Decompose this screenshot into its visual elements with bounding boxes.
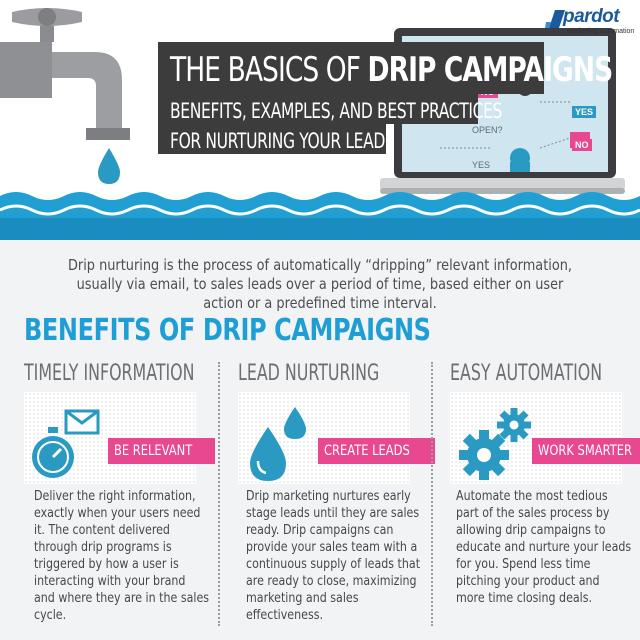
intro-paragraph: Drip nurturing is the process of automat…	[67, 256, 573, 312]
benefit-heading-automation: EASY AUTOMATION	[450, 361, 603, 386]
title-background	[158, 42, 544, 94]
header-banner: NO YES NO OPEN? YES pardot marketing aut…	[0, 0, 640, 240]
pardot-mark-icon	[545, 10, 565, 28]
subtitle-background-2	[158, 124, 386, 154]
subtitle-background-1	[158, 94, 478, 124]
benefit-text-automation: Automate the most tedious part of the sa…	[456, 488, 632, 606]
tag-label: CREATE LEADS	[324, 443, 410, 459]
title-bold: DRIP CAMPAIGNS	[367, 50, 614, 90]
tag-label: WORK SMARTER	[538, 443, 632, 459]
water-drops-icon	[250, 407, 306, 481]
flow-label-yes-2: YES	[472, 160, 491, 170]
stopwatch-envelope-icon	[32, 409, 100, 478]
flow-label-open: OPEN?	[472, 125, 503, 135]
pardot-logo: pardot marketing automation	[545, 6, 635, 40]
tag-be-relevant: BE RELEVANT	[108, 438, 216, 464]
section-title: BENEFITS OF DRIP CAMPAIGNS	[24, 313, 431, 348]
brand-name: pardot	[563, 6, 620, 27]
benefit-heading-lead: LEAD NURTURING	[238, 361, 380, 386]
gears-icon	[459, 408, 531, 480]
title-light: THE BASICS OF	[170, 50, 368, 90]
page-title: THE BASICS OF DRIP CAMPAIGNS	[170, 50, 614, 90]
flow-label-no-2: NO	[572, 139, 592, 151]
benefit-heading-timely: TIMELY INFORMATION	[24, 361, 195, 386]
subtitle-line-2: FOR NURTURING YOUR LEADS	[170, 129, 395, 153]
water-waves	[0, 192, 640, 240]
benefit-text-timely: Deliver the right information, exactly w…	[34, 488, 210, 623]
flow-label-yes-1: YES	[572, 106, 597, 118]
subtitle-line-1: BENEFITS, EXAMPLES, AND BEST PRACTICES	[170, 99, 503, 123]
faucet-icon	[0, 8, 130, 184]
column-divider-2	[431, 362, 433, 626]
tag-label: BE RELEVANT	[114, 443, 193, 459]
brand-tagline: marketing automation	[567, 28, 635, 35]
column-divider-1	[218, 362, 220, 626]
benefit-text-lead: Drip marketing nurtures early stage lead…	[246, 488, 421, 623]
tag-work-smarter: WORK SMARTER	[532, 438, 640, 464]
tag-create-leads: CREATE LEADS	[318, 438, 435, 464]
